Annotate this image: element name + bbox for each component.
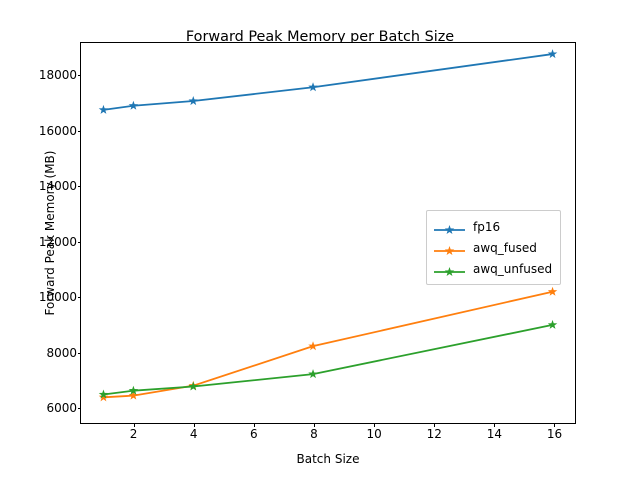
y-tick-label: 6000	[46, 401, 77, 416]
legend-label: fp16	[473, 219, 501, 234]
series-awq_fused	[98, 286, 558, 402]
y-tick-label: 8000	[46, 345, 77, 360]
y-tick-mark	[77, 408, 81, 410]
legend-swatch-icon	[433, 263, 466, 276]
y-tick-mark	[77, 74, 81, 76]
legend-swatch-icon	[433, 221, 466, 234]
series-line	[103, 290, 553, 399]
y-tick-mark	[77, 186, 81, 188]
series-marker	[547, 49, 558, 59]
series-line	[103, 324, 553, 396]
series-line	[103, 53, 553, 111]
series-marker	[547, 319, 558, 329]
y-tick-mark	[77, 241, 81, 243]
x-tick-mark	[434, 423, 436, 427]
legend-item-fp16[interactable]: fp16	[433, 216, 552, 237]
y-tick-mark	[77, 352, 81, 354]
series-marker	[128, 100, 139, 110]
series-marker	[128, 385, 139, 395]
y-tick-label: 14000	[38, 179, 77, 194]
x-tick-mark	[313, 423, 315, 427]
x-tick-mark	[374, 423, 376, 427]
x-tick-mark	[494, 423, 496, 427]
x-tick-mark	[253, 423, 255, 427]
series-marker	[188, 96, 199, 106]
x-tick-label: 2	[129, 427, 138, 441]
series-marker	[98, 104, 109, 114]
x-tick-label: 14	[486, 427, 502, 441]
legend-label: awq_unfused	[473, 261, 553, 276]
chart-title: Forward Peak Memory per Batch Size	[185, 29, 455, 45]
x-tick-label: 4	[189, 427, 198, 441]
x-tick-mark	[554, 423, 556, 427]
series-marker	[98, 392, 109, 402]
y-tick-label: 18000	[38, 67, 77, 82]
x-tick-label: 10	[366, 427, 382, 441]
y-tick-label: 10000	[38, 290, 77, 305]
x-tick-label: 8	[310, 427, 318, 441]
chart-legend: fp16 awq_fused awq_unfused	[426, 210, 562, 285]
x-tick-label: 6	[250, 427, 258, 441]
legend-item-awq_fused[interactable]: awq_fused	[433, 237, 552, 258]
series-layer	[98, 49, 558, 402]
x-tick-mark	[133, 423, 135, 427]
series-marker	[128, 390, 139, 400]
series-marker	[547, 286, 558, 296]
series-marker	[308, 369, 318, 379]
series-marker	[308, 341, 318, 351]
x-tick-mark	[193, 423, 195, 427]
y-tick-label: 12000	[38, 234, 77, 249]
y-tick-label: 16000	[38, 123, 77, 138]
series-marker	[98, 389, 109, 399]
legend-item-awq_unfused[interactable]: awq_unfused	[433, 258, 552, 279]
series-marker	[188, 381, 199, 391]
series-awq_unfused	[98, 319, 558, 399]
series-marker	[308, 82, 318, 92]
x-tick-label: 12	[426, 427, 442, 441]
legend-label: awq_fused	[473, 240, 537, 255]
y-tick-mark	[77, 297, 81, 299]
series-fp16	[98, 49, 558, 114]
y-tick-mark	[77, 130, 81, 132]
x-tick-label: 16	[546, 427, 563, 441]
x-axis-label: Batch Size	[296, 452, 360, 466]
legend-swatch-icon	[433, 242, 466, 255]
